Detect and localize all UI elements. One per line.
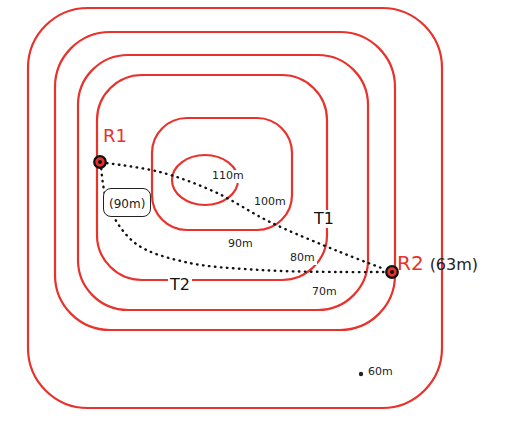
boxed-elevation: (90m) <box>103 188 151 217</box>
point-name: R2 <box>397 251 424 275</box>
trail-name: T1 <box>312 210 336 228</box>
trail-path <box>107 163 385 269</box>
point-symbol <box>93 155 107 169</box>
spot-height-dot <box>359 372 363 376</box>
point-symbol-ring <box>94 156 106 168</box>
point-name: R1 <box>103 125 127 146</box>
point-marker: R2(63m) <box>385 265 399 279</box>
trail-path <box>101 169 385 272</box>
point-symbol-center <box>390 270 394 274</box>
contour-line <box>152 118 292 230</box>
point-symbol-ring <box>386 266 398 278</box>
contour-line <box>28 8 442 408</box>
point-symbol-center <box>98 160 102 164</box>
point-marker: R1 <box>93 155 107 169</box>
point-symbol <box>385 265 399 279</box>
contour-line <box>55 32 395 330</box>
elevation-text: (63m) <box>430 255 478 274</box>
point-label-group: R2 (63m) <box>397 251 478 275</box>
trail-name: T2 <box>168 276 192 294</box>
contour-line <box>97 75 327 280</box>
contour-elevation: 90m <box>226 238 255 251</box>
contour-elevation: 60m <box>366 366 395 379</box>
point-label-group: R1 <box>103 125 127 146</box>
contour-elevation: 80m <box>288 252 317 265</box>
contour-elevation: 100m <box>252 196 288 209</box>
contour-elevation: 70m <box>310 286 339 299</box>
point-name: (90m) <box>109 197 145 211</box>
contour-elevation: 110m <box>210 170 246 183</box>
